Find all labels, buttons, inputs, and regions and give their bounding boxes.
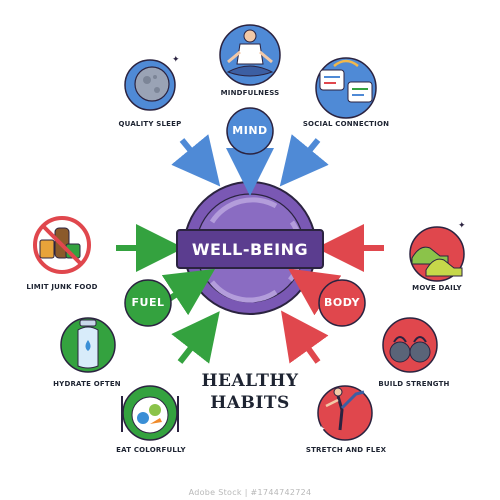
habit-stretch-and-flex: STRETCH AND FLEX: [305, 446, 387, 454]
habit-mindfulness: MINDFULNESS: [220, 89, 280, 97]
chat-bubbles-icon: [315, 57, 377, 119]
mind-label: MIND: [232, 124, 268, 137]
moon-icon: ✦: [124, 55, 180, 111]
habit-build-strength: BUILD STRENGTH: [378, 380, 450, 388]
healthy-habits-line2: HABITS: [210, 393, 290, 413]
well-being-label: WELL-BEING: [176, 229, 324, 269]
healthy-habits-title: HEALTHY HABITS: [190, 370, 310, 414]
no-junk-food-icon: [33, 216, 91, 274]
habit-move-daily: MOVE DAILY: [412, 284, 462, 292]
sneakers-icon: ✦: [409, 221, 466, 282]
kettlebells-icon: [382, 317, 438, 373]
svg-text:✦: ✦: [318, 425, 326, 435]
mind-arrows: [171, 134, 329, 196]
fuel-circle: [124, 279, 172, 327]
water-bottle-icon: [60, 317, 116, 373]
habit-quality-sleep: QUALITY SLEEP: [118, 120, 182, 128]
stock-watermark: Adobe Stock | #1744742724: [188, 488, 312, 497]
habit-eat-colorfully: EAT COLORFULLY: [116, 446, 186, 454]
healthy-habits-line1: HEALTHY: [201, 371, 299, 391]
mind-circle: [226, 107, 274, 155]
meditation-icon: [219, 24, 281, 86]
yoga-pose-icon: ✦: [317, 385, 373, 441]
body-label: BODY: [323, 296, 361, 309]
habit-social-connection: SOCIAL CONNECTION: [302, 120, 390, 128]
healthy-plate-icon: [121, 385, 179, 441]
body-circle: [318, 279, 366, 327]
svg-text:✦: ✦: [172, 55, 180, 65]
fuel-label: FUEL: [131, 296, 165, 309]
habit-limit-junk-food: LIMIT JUNK FOOD: [26, 283, 98, 291]
svg-text:✦: ✦: [458, 221, 466, 231]
habit-hydrate-often: HYDRATE OFTEN: [53, 380, 121, 388]
